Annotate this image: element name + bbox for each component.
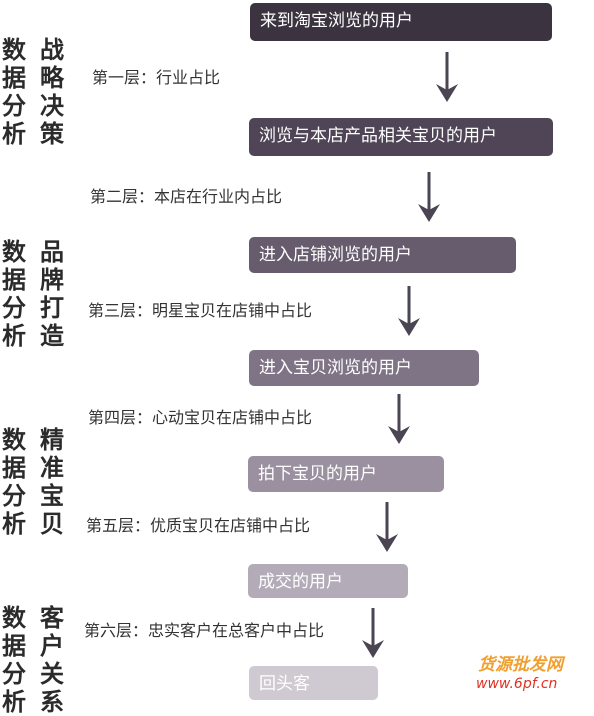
watermark-url: www.6pf.cn xyxy=(476,676,558,692)
layer-label: 第一层：行业占比 xyxy=(92,68,221,87)
layer-label: 第二层：本店在行业内占比 xyxy=(90,187,283,206)
char: 析 xyxy=(2,120,26,148)
char: 数 xyxy=(2,604,26,632)
char: 据 xyxy=(2,632,26,660)
char: 打 xyxy=(40,294,64,322)
char: 精 xyxy=(40,426,64,454)
down-arrow-icon xyxy=(436,52,458,102)
char: 策 xyxy=(40,120,64,148)
step-box: 进入宝贝浏览的用户 xyxy=(249,350,479,386)
step-label: 回头客 xyxy=(259,674,310,694)
char: 数 xyxy=(2,426,26,454)
section-customer-label-col2: 客 户 关 系 xyxy=(40,604,64,716)
layer-label: 第四层：心动宝贝在店铺中占比 xyxy=(88,408,313,427)
char: 据 xyxy=(2,266,26,294)
char: 客 xyxy=(40,604,64,632)
layer-label: 第五层：优质宝贝在店铺中占比 xyxy=(86,516,311,535)
char: 宝 xyxy=(40,482,64,510)
char: 分 xyxy=(2,660,26,688)
step-label: 成交的用户 xyxy=(258,572,343,592)
layer-label: 第六层：忠实客户在总客户中占比 xyxy=(84,621,325,640)
char: 据 xyxy=(2,454,26,482)
down-arrow-icon xyxy=(388,394,410,444)
step-label: 进入店铺浏览的用户 xyxy=(259,245,412,265)
char: 分 xyxy=(2,92,26,120)
char: 战 xyxy=(40,36,64,64)
char: 分 xyxy=(2,482,26,510)
step-label: 浏览与本店产品相关宝贝的用户 xyxy=(259,126,497,146)
char: 系 xyxy=(40,688,64,716)
section-customer-label-col1: 数 据 分 析 xyxy=(2,604,26,716)
char: 分 xyxy=(2,294,26,322)
section-product-label-col2: 精 准 宝 贝 xyxy=(40,426,64,538)
section-brand-label-col1: 数 据 分 析 xyxy=(2,238,26,350)
char: 关 xyxy=(40,660,64,688)
char: 造 xyxy=(40,322,64,350)
section-strategy-label-col1: 数 据 分 析 xyxy=(2,36,26,148)
step-box: 来到淘宝浏览的用户 xyxy=(250,3,552,41)
step-box: 成交的用户 xyxy=(248,564,408,598)
char: 品 xyxy=(40,238,64,266)
section-brand-label-col2: 品 牌 打 造 xyxy=(40,238,64,350)
step-label: 拍下宝贝的用户 xyxy=(258,464,377,484)
char: 户 xyxy=(40,632,64,660)
char: 数 xyxy=(2,238,26,266)
char: 准 xyxy=(40,454,64,482)
char: 牌 xyxy=(40,266,64,294)
char: 略 xyxy=(40,64,64,92)
down-arrow-icon xyxy=(362,608,384,658)
step-label: 来到淘宝浏览的用户 xyxy=(260,11,413,31)
step-box: 回头客 xyxy=(249,666,378,700)
char: 贝 xyxy=(40,510,64,538)
step-box: 拍下宝贝的用户 xyxy=(248,456,444,492)
layer-label: 第三层：明星宝贝在店铺中占比 xyxy=(88,301,313,320)
char: 据 xyxy=(2,64,26,92)
step-box: 进入店铺浏览的用户 xyxy=(249,237,516,273)
watermark-title: 货源批发网 xyxy=(478,655,563,675)
section-product-label-col1: 数 据 分 析 xyxy=(2,426,26,538)
down-arrow-icon xyxy=(418,172,440,222)
char: 数 xyxy=(2,36,26,64)
down-arrow-icon xyxy=(376,502,398,552)
section-strategy-label-col2: 战 略 决 策 xyxy=(40,36,64,148)
char: 析 xyxy=(2,688,26,716)
char: 析 xyxy=(2,322,26,350)
step-label: 进入宝贝浏览的用户 xyxy=(259,358,412,378)
char: 析 xyxy=(2,510,26,538)
step-box: 浏览与本店产品相关宝贝的用户 xyxy=(249,118,553,156)
char: 决 xyxy=(40,92,64,120)
down-arrow-icon xyxy=(398,286,420,336)
